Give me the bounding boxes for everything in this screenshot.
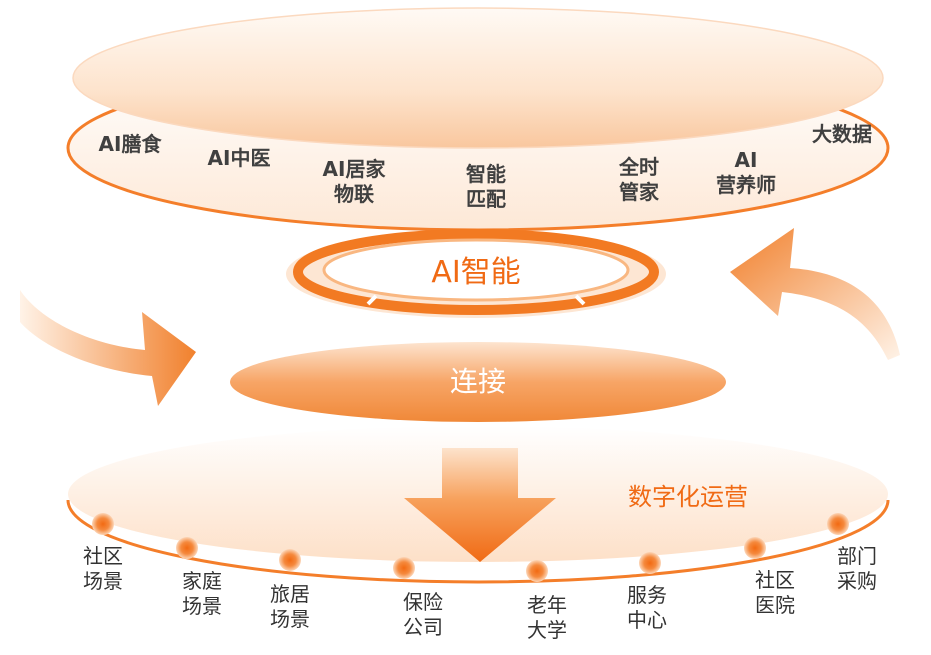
label-home-scene: 家庭 场景 <box>182 569 222 618</box>
dot-service-center <box>639 552 661 574</box>
left-curved-arrow <box>20 290 196 406</box>
ai-ring-notches <box>366 294 586 306</box>
dot-travel-scene <box>279 549 301 571</box>
ai-ring-outer <box>293 229 659 315</box>
right-curved-arrow <box>730 228 900 360</box>
label-ai-home-iot: AI居家 物联 <box>322 157 386 206</box>
dot-procurement <box>827 513 849 535</box>
dot-home-scene <box>176 537 198 559</box>
top-platform <box>66 7 890 232</box>
ai-ring-title: AI智能 <box>431 255 521 290</box>
ai-ring-inner <box>322 238 630 302</box>
dot-community-hospital <box>744 537 766 559</box>
down-arrow <box>404 448 556 562</box>
label-ai-tcm: AI中医 <box>207 146 271 170</box>
dot-senior-university <box>526 560 548 582</box>
label-service-center: 服务 中心 <box>627 583 667 632</box>
dot-community-scene <box>92 513 114 535</box>
label-ai-nutritionist: AI 营养师 <box>716 148 776 197</box>
label-community-hospital: 社区 医院 <box>755 568 795 617</box>
label-travel-scene: 旅居 场景 <box>270 582 310 631</box>
label-smart-matching: 智能 匹配 <box>466 162 506 211</box>
top-disc-surface <box>73 8 883 148</box>
label-community-scene: 社区 场景 <box>83 544 123 593</box>
label-senior-university: 老年 大学 <box>527 593 567 642</box>
label-department-procurement: 部门 采购 <box>837 544 877 593</box>
dot-insurance <box>393 557 415 579</box>
ai-ring <box>286 229 666 318</box>
digital-ops-title: 数字化运营 <box>628 483 748 511</box>
label-ai-diet: AI膳食 <box>98 132 162 156</box>
bottom-dots <box>92 513 849 582</box>
label-big-data: 大数据 <box>812 122 872 146</box>
connect-title: 连接 <box>449 365 506 398</box>
label-fulltime-butler: 全时 管家 <box>619 155 659 204</box>
bottom-ring-arc <box>66 499 890 584</box>
connect-disc <box>230 342 726 422</box>
label-insurance-company: 保险 公司 <box>403 590 443 639</box>
top-disc-edge <box>72 7 884 149</box>
